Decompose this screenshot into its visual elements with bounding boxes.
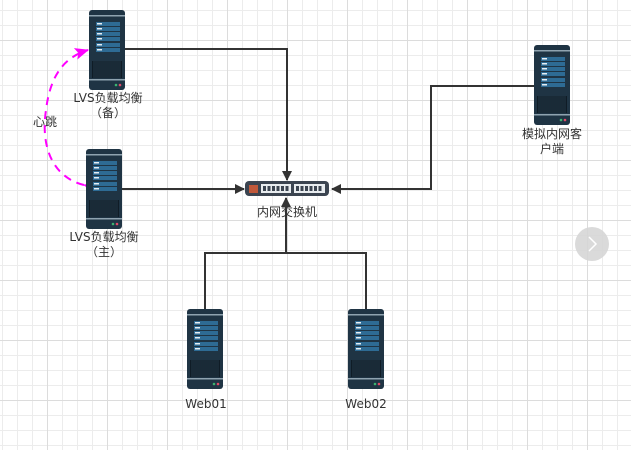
node-label-lvs-backup: LVS负载均衡 （备） [73,91,142,121]
label-line: Web02 [345,397,387,411]
edge-web02-switch[interactable] [281,197,367,309]
node-label-web01: Web01 [185,397,226,412]
next-page-button[interactable] [575,227,609,261]
label-line: LVS负载均衡 [73,91,143,105]
label-line: 户端 [539,142,565,156]
edge-web01-switch[interactable] [204,252,286,309]
label-line: 内网交换机 [256,205,318,219]
server-icon[interactable] [534,45,571,125]
label-line: 模拟内网客 [521,127,583,141]
node-label-lvs-master: LVS负载均衡 （主） [69,230,138,260]
node-label-switch: 内网交换机 [257,205,317,220]
label-line: LVS负载均衡 [69,230,139,244]
label-line: Web01 [185,397,227,411]
label-line: （备） [89,106,127,120]
server-icon[interactable] [348,309,385,389]
server-icon[interactable] [86,149,123,229]
server-icon[interactable] [187,309,224,389]
switch-icon[interactable] [245,181,329,197]
edge-client-switch[interactable] [331,85,534,194]
edge-heartbeat[interactable] [43,48,99,194]
label-line: （主） [85,245,123,259]
heartbeat-label: 心跳 [33,115,58,129]
node-label-client: 模拟内网客 户端 [522,127,582,157]
chevron-right-icon [588,236,598,252]
edge-lvs-backup-switch[interactable] [125,48,292,181]
node-label-web02: Web02 [345,397,386,412]
server-icon[interactable] [89,10,126,90]
